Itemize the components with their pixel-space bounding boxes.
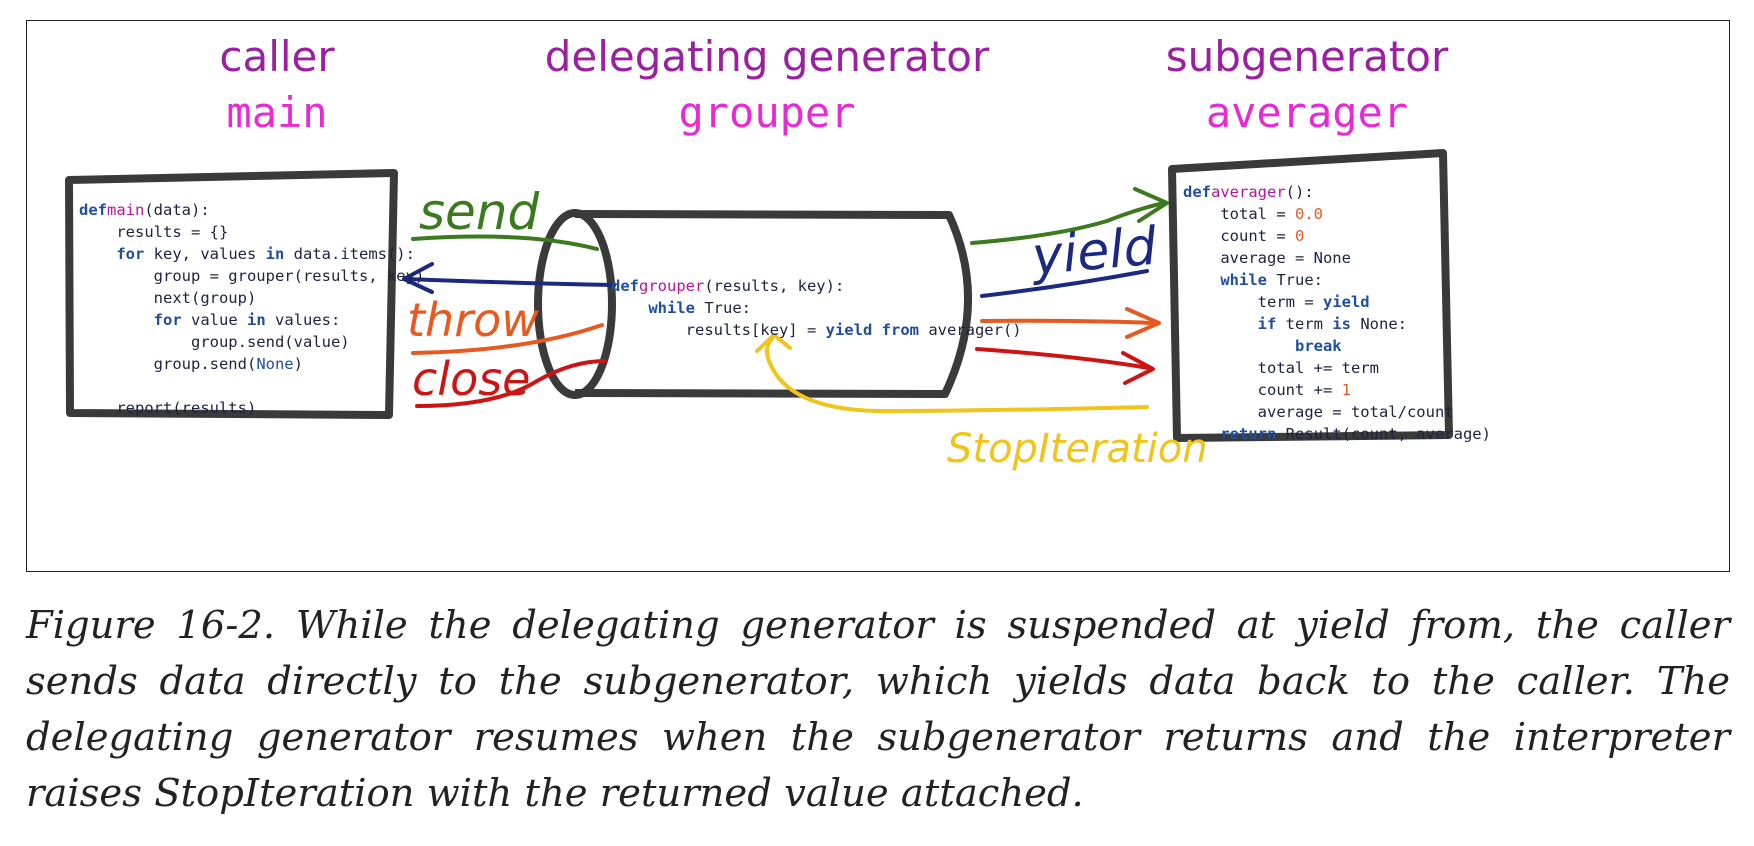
subgenerator-title: subgenerator (1165, 32, 1449, 81)
stop-iteration-label: StopIteration (947, 426, 1208, 472)
diagram-drawing (65, 149, 1453, 442)
stop-iteration-arrowhead (755, 333, 792, 353)
code-line: defaverager(): (1183, 183, 1314, 201)
code-line: break (1294, 337, 1342, 355)
code-line: group = grouper(results, key) (79, 267, 425, 285)
close-arrowhead (1121, 351, 1155, 385)
throw-label: throw (407, 293, 539, 347)
code-line: while True: (1220, 271, 1323, 289)
caller-title: caller (219, 32, 335, 81)
send-label: send (419, 183, 540, 241)
code-line: group.send(None) (79, 355, 303, 373)
throw-arrow-left (411, 323, 604, 355)
averager-code-box (1168, 149, 1453, 442)
stop-iteration-arrow (765, 337, 1149, 414)
code-line: if term is None: (1257, 315, 1407, 333)
code-line: for value in values: (153, 311, 341, 329)
subgenerator-function-name: averager (1205, 88, 1409, 137)
throw-arrow-right (980, 318, 1157, 325)
code-line: next(group) (79, 289, 257, 307)
delegating-generator-title: delegating generator (544, 32, 990, 81)
send-arrow-left (411, 234, 599, 251)
close-label: close (412, 352, 531, 406)
averager-code: defaverager(): total = 0.0 count = 0 ave… (1183, 181, 1491, 445)
code-line: results[key] = yield from averager() (611, 321, 1022, 339)
code-line: average = None (1183, 249, 1351, 267)
grouper-code: defgrouper(results, key): while True: re… (611, 275, 1022, 341)
pipe-body (574, 210, 972, 398)
main-code-box (65, 169, 398, 419)
close-arrow-right (975, 347, 1151, 370)
code-line: for key, values in data.items(): (116, 245, 415, 263)
close-arrow-left (415, 359, 607, 408)
diagram-figure: caller main delegating generator grouper… (26, 20, 1730, 572)
code-line: count = 0 (1183, 227, 1305, 245)
code-line: return Result(count, average) (1220, 425, 1491, 443)
throw-arrowhead (1125, 307, 1161, 339)
send-arrow-right (970, 201, 1166, 245)
code-line: total += term (1183, 359, 1379, 377)
yield-arrowhead (402, 262, 434, 294)
main-code: defmain(data): results = {} for key, val… (79, 199, 424, 419)
figure-caption: Figure 16-2. While the delegating genera… (26, 603, 1730, 816)
code-line: defgrouper(results, key): (611, 277, 845, 295)
code-line: while True: (648, 299, 751, 317)
yield-arrow-right (980, 269, 1149, 298)
code-line: total = 0.0 (1183, 205, 1323, 223)
code-line: average = total/count (1183, 403, 1454, 421)
code-line: report(results) (79, 399, 257, 417)
delegating-function-name: grouper (678, 88, 856, 137)
code-line: term = yield (1183, 293, 1370, 311)
yield-label: yield (1029, 216, 1160, 288)
pipe-mouth (534, 209, 616, 399)
code-line: results = {} (79, 223, 229, 241)
code-line: count += 1 (1183, 381, 1351, 399)
yield-arrow-left (405, 277, 616, 287)
send-arrowhead (1133, 187, 1169, 223)
code-line: group.send(value) (79, 333, 350, 351)
caller-function-name: main (226, 88, 328, 137)
code-line: defmain(data): (79, 201, 210, 219)
